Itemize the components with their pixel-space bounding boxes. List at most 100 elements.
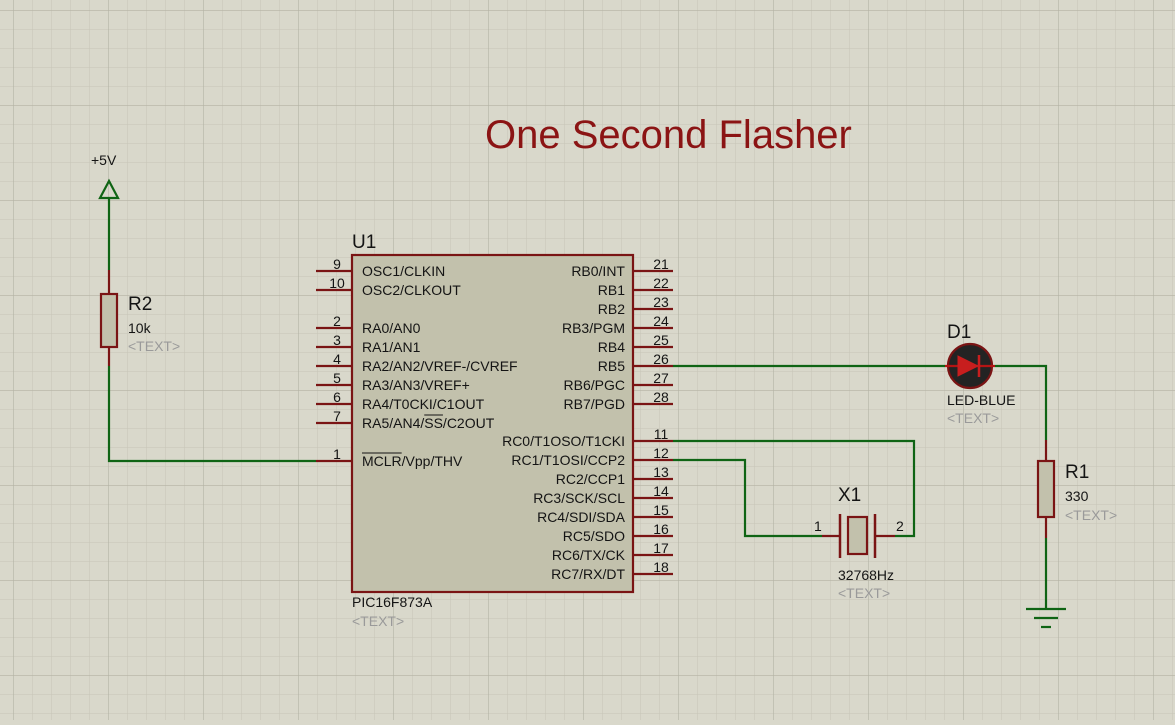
power-terminal-5v[interactable]: +5V [91, 152, 120, 200]
u1-pin-number: 17 [653, 540, 669, 556]
x1-value: 32768Hz [838, 567, 894, 583]
u1-body [350, 253, 635, 594]
d1-value: LED-BLUE [947, 392, 1015, 408]
u1-pin[interactable]: 27 RB6/PGC [564, 370, 673, 393]
u1-pin-number: 28 [653, 389, 669, 405]
resistor-r1[interactable]: R1 330 <TEXT> [1036, 440, 1117, 538]
x1-ref: X1 [838, 485, 861, 506]
d1-text-placeholder: <TEXT> [947, 410, 999, 426]
r1-text-placeholder: <TEXT> [1065, 507, 1117, 523]
u1-pin-label: RA2/AN2/VREF-/CVREF [362, 358, 518, 374]
u1-pin[interactable]: 13 RC2/CCP1 [556, 464, 673, 487]
u1-pin-label: RC5/SDO [563, 528, 625, 544]
crystal-x1[interactable]: X1 1 2 32768Hz <TEXT> [814, 485, 904, 601]
x1-text-placeholder: <TEXT> [838, 585, 890, 601]
u1-ref: U1 [352, 232, 376, 253]
u1-pin-number: 18 [653, 559, 669, 575]
resistor-r2[interactable]: R2 10k <TEXT> [99, 270, 180, 366]
led-d1[interactable]: D1 LED-BLUE <TEXT> [945, 322, 1015, 426]
u1-pin-label: RC7/RX/DT [551, 566, 625, 582]
u1-pin-number: 23 [653, 294, 669, 310]
u1-pin-label: RC4/SDI/SDA [537, 509, 626, 525]
r1-body [1036, 459, 1056, 519]
u1-pin-number: 13 [653, 464, 669, 480]
schematic-title: One Second Flasher [485, 113, 852, 157]
u1-pin-label: RB2 [598, 301, 625, 317]
power-label: +5V [91, 152, 117, 168]
u1-pin-number: 6 [333, 389, 341, 405]
u1-pin[interactable]: 24 RB3/PGM [562, 313, 673, 336]
u1-pin-number: 24 [653, 313, 669, 329]
x1-body [846, 515, 869, 556]
u1-pin-number: 22 [653, 275, 669, 291]
u1-pin[interactable]: 5 RA3/AN3/VREF+ [316, 370, 470, 393]
u1-pin[interactable]: 15 RC4/SDI/SDA [537, 502, 673, 525]
u1-pin[interactable]: 18 RC7/RX/DT [551, 559, 673, 582]
u1-pin-label: RA0/AN0 [362, 320, 421, 336]
u1-pin-label: RC2/CCP1 [556, 471, 625, 487]
u1-pin[interactable]: 22 RB1 [598, 275, 673, 298]
u1-pin-number: 25 [653, 332, 669, 348]
u1-pin[interactable]: 23 RB2 [598, 294, 673, 317]
r2-ref: R2 [128, 294, 152, 315]
u1-pin-label: RB1 [598, 282, 625, 298]
r2-body [99, 292, 119, 349]
u1-pin[interactable]: 11 RC0/T1OSO/T1CKI [502, 426, 673, 449]
r1-value: 330 [1065, 488, 1089, 504]
diode-symbol-icon [957, 355, 980, 377]
u1-pin-number: 15 [653, 502, 669, 518]
wire-led-r1 [995, 364, 1048, 440]
u1-pin-label: RB6/PGC [564, 377, 625, 393]
u1-pin-label: RA3/AN3/VREF+ [362, 377, 470, 393]
x1-pin2-number: 2 [896, 518, 904, 534]
u1-pin-number: 1 [333, 446, 341, 462]
u1-pin-label: RB0/INT [571, 263, 625, 279]
u1-pin-label: RC0/T1OSO/T1CKI [502, 433, 625, 449]
u1-pin-number: 5 [333, 370, 341, 386]
r1-ref: R1 [1065, 462, 1089, 483]
wire-r2-mclr [107, 366, 316, 463]
u1-pin-label: RB5 [598, 358, 625, 374]
u1-pin-label: RA1/AN1 [362, 339, 421, 355]
u1-pin-label: RC1/T1OSI/CCP2 [511, 452, 625, 468]
u1-pin-label: RB3/PGM [562, 320, 625, 336]
power-arrow-icon [98, 178, 120, 200]
u1-pin-number: 4 [333, 351, 341, 367]
u1-pin-number: 27 [653, 370, 669, 386]
wires [107, 198, 1048, 608]
u1-part: PIC16F873A [352, 594, 433, 610]
wire-rc0-x1 [673, 439, 916, 538]
r2-text-placeholder: <TEXT> [128, 338, 180, 354]
u1-pin-number: 7 [333, 408, 341, 424]
u1-pin-number: 26 [653, 351, 669, 367]
u1-pin-label: RA5/AN4/SS/C2OUT [362, 415, 495, 431]
u1-pin[interactable]: 2 RA0/AN0 [316, 313, 421, 336]
u1-pin-label: RA4/T0CKI/C1OUT [362, 396, 485, 412]
u1-pin[interactable]: 4 RA2/AN2/VREF-/CVREF [316, 351, 518, 374]
u1-pin-number: 11 [654, 426, 669, 442]
u1-pin[interactable]: 26 RB5 [598, 351, 673, 374]
u1-pin-label: OSC1/CLKIN [362, 263, 445, 279]
ground-symbol[interactable] [1026, 607, 1066, 629]
u1-pin-number: 2 [333, 313, 341, 329]
u1-pin[interactable]: 7 RA5/AN4/SS/C2OUT [316, 408, 495, 431]
r2-value: 10k [128, 320, 152, 336]
u1-pin[interactable]: 6 RA4/T0CKI/C1OUT [316, 389, 485, 412]
d1-ref: D1 [947, 322, 971, 343]
x1-pin1-number: 1 [814, 518, 822, 534]
